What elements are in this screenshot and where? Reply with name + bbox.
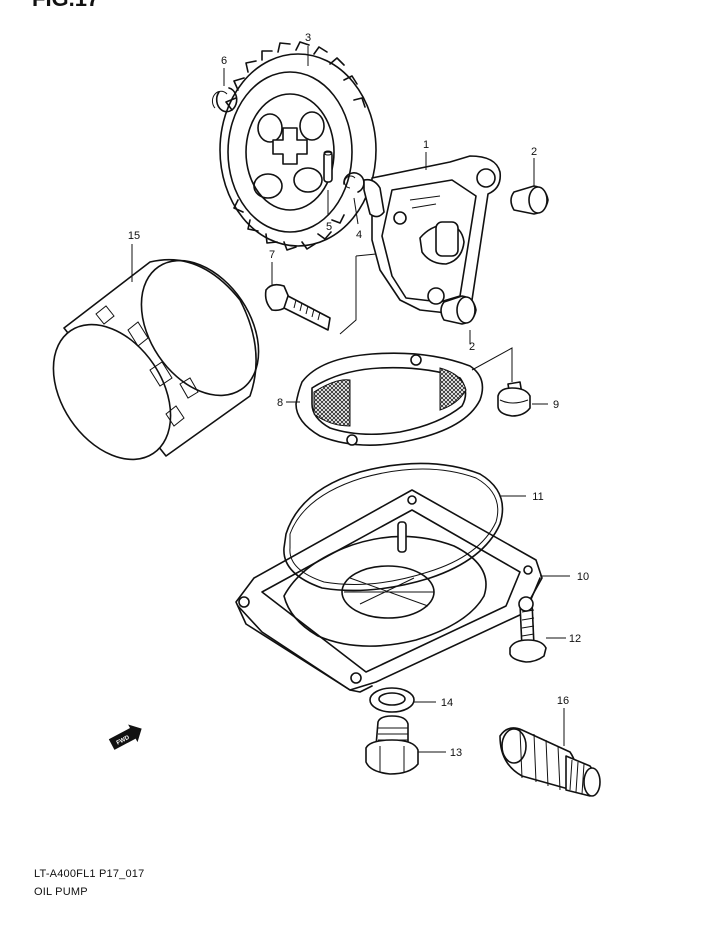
callout-6: 6 bbox=[221, 55, 227, 67]
callout-11: 11 bbox=[532, 491, 543, 503]
part-5-pin[interactable] bbox=[323, 150, 333, 183]
part-7-bolt[interactable] bbox=[264, 283, 331, 331]
part-6-circlip[interactable] bbox=[211, 87, 238, 113]
callout-9: 9 bbox=[553, 399, 559, 411]
callout-numbers: 3 6 1 2 5 4 15 7 2 8 9 11 10 12 14 13 16 bbox=[128, 32, 589, 759]
callout-2-lower: 2 bbox=[469, 341, 475, 353]
callout-5: 5 bbox=[326, 221, 332, 233]
callout-14: 14 bbox=[441, 697, 453, 709]
callout-4: 4 bbox=[356, 229, 362, 241]
callout-13: 13 bbox=[450, 747, 462, 759]
callout-3: 3 bbox=[305, 32, 311, 44]
part-14-washer[interactable] bbox=[369, 687, 415, 713]
callout-16: 16 bbox=[557, 695, 569, 707]
part-1-pump-body[interactable] bbox=[363, 155, 502, 315]
part-15-oil-filter[interactable] bbox=[29, 239, 283, 482]
callout-7: 7 bbox=[269, 249, 275, 261]
part-11-o-ring[interactable] bbox=[283, 462, 504, 592]
callout-10: 10 bbox=[577, 571, 589, 583]
part-12-bolt[interactable] bbox=[509, 596, 547, 663]
part-8-strainer[interactable] bbox=[295, 352, 484, 446]
callout-15: 15 bbox=[128, 230, 140, 242]
part-2-dowel-upper[interactable] bbox=[510, 185, 549, 215]
part-16-sensor[interactable] bbox=[499, 727, 601, 797]
callout-8: 8 bbox=[277, 397, 283, 409]
part-13-drain-plug[interactable] bbox=[365, 715, 419, 775]
figure-title: FIG.17 bbox=[32, 0, 99, 12]
fwd-arrow-icon: FWD bbox=[108, 724, 142, 750]
part-4-clip[interactable] bbox=[343, 172, 365, 193]
leader-lines bbox=[131, 46, 570, 753]
part-3-gear[interactable] bbox=[219, 41, 377, 251]
diagram-code: LT-A400FL1 P17_017 bbox=[34, 868, 145, 880]
diagram-name: OIL PUMP bbox=[34, 886, 88, 898]
callout-1: 1 bbox=[423, 139, 429, 151]
callout-12: 12 bbox=[569, 633, 581, 645]
callout-2-upper: 2 bbox=[531, 146, 537, 158]
part-9-screw[interactable] bbox=[497, 381, 531, 417]
part-2-dowel-lower[interactable] bbox=[440, 295, 477, 325]
part-10-oil-pan[interactable] bbox=[235, 489, 543, 693]
